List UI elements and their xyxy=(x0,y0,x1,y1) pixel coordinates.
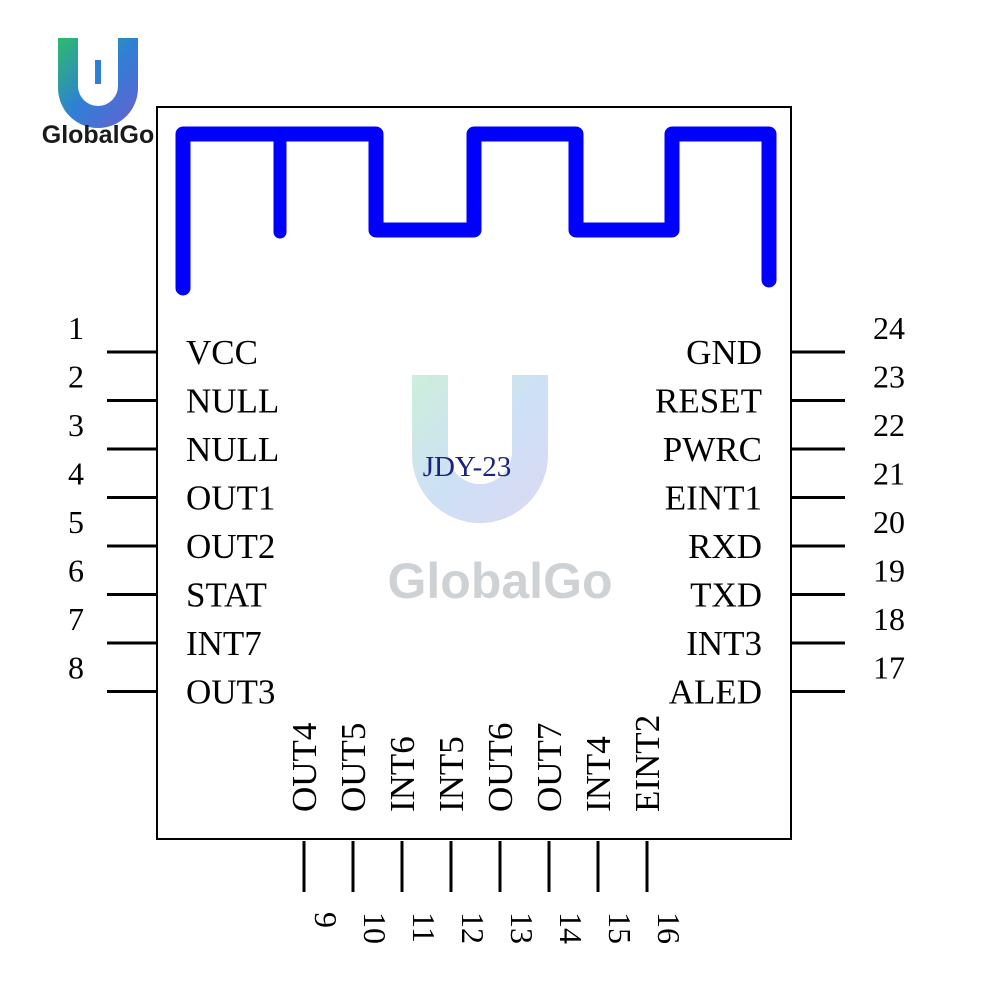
pin-14: 14 OUT7 xyxy=(530,723,589,944)
pin-number: 9 xyxy=(308,912,344,928)
pin-label: OUT1 xyxy=(186,479,275,518)
pin-number: 4 xyxy=(68,456,84,492)
pin-label: INT6 xyxy=(383,736,422,812)
pin-number: 10 xyxy=(357,912,393,944)
watermark-logo-icon xyxy=(412,375,548,523)
pin-number: 21 xyxy=(873,456,905,492)
pin-label: OUT7 xyxy=(530,723,569,812)
pin-number: 15 xyxy=(602,912,638,944)
pins-bottom: 9 OUT4 10 OUT5 11 INT6 12 INT5 13 OUT6 14 OUT7 15 INT… xyxy=(285,715,687,944)
watermark-text: GlobalGo xyxy=(388,553,613,609)
pin-label: RXD xyxy=(688,527,762,566)
pin-number: 7 xyxy=(68,601,84,637)
pin-number: 12 xyxy=(455,912,491,944)
pin-label: EINT2 xyxy=(628,715,667,812)
pin-number: 11 xyxy=(406,912,442,943)
pin-15: 15 INT4 xyxy=(579,736,638,944)
pin-label: PWRC xyxy=(663,430,762,469)
pin-13: 13 OUT6 xyxy=(481,723,540,944)
pin-label: OUT3 xyxy=(186,673,275,712)
pin-number: 13 xyxy=(504,912,540,944)
brand-logo-icon xyxy=(58,38,138,128)
module-name: JDY-23 xyxy=(423,451,512,483)
pin-number: 1 xyxy=(68,310,84,346)
pin-number: 8 xyxy=(68,650,84,686)
pin-number: 20 xyxy=(873,504,905,540)
pin-label: ALED xyxy=(669,673,762,712)
pin-label: TXD xyxy=(690,576,762,615)
pin-number: 5 xyxy=(68,504,84,540)
pcb-antenna-trace xyxy=(175,126,777,296)
pin-label: GND xyxy=(686,333,762,372)
pin-label: RESET xyxy=(655,382,762,421)
pin-number: 18 xyxy=(873,601,905,637)
pin-label: OUT2 xyxy=(186,527,275,566)
pin-number: 14 xyxy=(553,912,589,944)
pin-label: INT4 xyxy=(579,736,618,812)
pin-number: 2 xyxy=(68,359,84,395)
brand-logo-text: GlobalGo xyxy=(42,121,155,149)
pin-number: 17 xyxy=(873,650,905,686)
pin-label: OUT5 xyxy=(334,723,373,812)
pin-9: 9 OUT4 xyxy=(285,723,344,928)
pin-label: VCC xyxy=(186,333,258,372)
pin-label: NULL xyxy=(186,430,279,469)
pin-16: 16 EINT2 xyxy=(628,715,687,944)
pin-label: OUT4 xyxy=(285,723,324,812)
pin-label: INT3 xyxy=(686,624,762,663)
pin-label: NULL xyxy=(186,382,279,421)
module-outline xyxy=(156,106,792,840)
pin-label: INT5 xyxy=(432,736,471,812)
pin-label: INT7 xyxy=(186,624,262,663)
pin-number: 22 xyxy=(873,407,905,443)
pin-number: 23 xyxy=(873,359,905,395)
pin-number: 6 xyxy=(68,553,84,589)
pin-number: 19 xyxy=(873,553,905,589)
brand-logo: GlobalGo xyxy=(42,38,155,149)
pin-number: 16 xyxy=(651,912,687,944)
pins-right: 24GND23RESET22PWRC21EINT120RXD19TXD18INT… xyxy=(655,310,905,712)
pin-number: 24 xyxy=(873,310,905,346)
pin-label: EINT1 xyxy=(665,479,762,518)
pin-number: 3 xyxy=(68,407,84,443)
pin-12: 12 INT5 xyxy=(432,736,491,944)
pin-11: 11 INT6 xyxy=(383,736,442,943)
pin-10: 10 OUT5 xyxy=(334,723,393,944)
watermark: GlobalGo xyxy=(388,375,613,609)
pin-label: STAT xyxy=(186,576,267,615)
pin-label: OUT6 xyxy=(481,723,520,812)
